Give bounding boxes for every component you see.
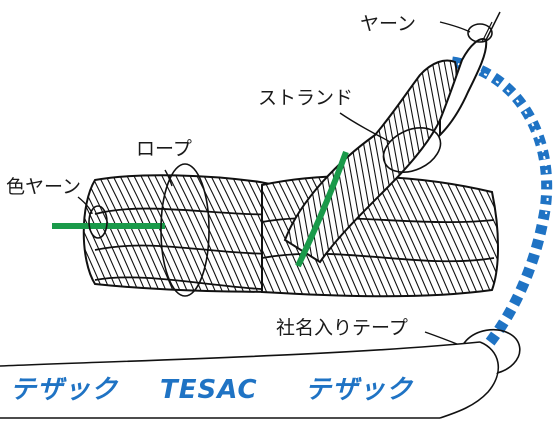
fibre-line [285, 60, 303, 262]
fibre-line [262, 176, 299, 297]
fibre-line [441, 60, 457, 262]
fibre-line [391, 176, 453, 297]
fibre-line [186, 175, 248, 292]
fibre-line [433, 176, 495, 297]
brand-tape-band [0, 341, 502, 419]
label-color-yarn: 色ヤーン [6, 176, 81, 198]
fibre-line [419, 176, 481, 297]
fibre-line [116, 175, 178, 292]
tape-brand-left: テザック [10, 375, 119, 405]
fibre-line [262, 176, 278, 297]
fibre-line [172, 175, 234, 292]
label-yarn: ヤーン [360, 13, 416, 35]
company-tape-strip [451, 56, 553, 356]
fibre-line [285, 60, 297, 262]
fibre-line [83, 175, 129, 292]
tape-brand-center: TESAC [160, 375, 258, 405]
fibre-line [83, 175, 108, 292]
fibre-line [412, 176, 474, 297]
fibre-line [447, 60, 457, 262]
fibre-line [262, 176, 306, 297]
fibre-line [109, 175, 171, 292]
fibre-line [102, 175, 164, 292]
label-company-tape: 社名入りテープ [276, 317, 408, 339]
fibre-line [193, 175, 255, 292]
tape-brand-right: テザック [305, 375, 414, 405]
fibre-line [262, 176, 271, 297]
fibre-line [426, 176, 488, 297]
fibre-line [398, 176, 460, 297]
fibre-line [137, 175, 199, 292]
label-rope: ロープ [136, 138, 192, 160]
fibre-line [95, 175, 157, 292]
fibre-line [200, 175, 262, 292]
fibre-line [262, 176, 313, 297]
fibre-line [262, 176, 285, 297]
label-strand: ストランド [258, 87, 353, 109]
fibre-line [83, 175, 115, 292]
fibre-line [179, 175, 241, 292]
fibre-line [123, 175, 185, 292]
green-color-yarn [52, 150, 349, 268]
fibre-line [262, 176, 292, 297]
fibre-line [88, 175, 150, 292]
fibre-line [405, 176, 467, 297]
